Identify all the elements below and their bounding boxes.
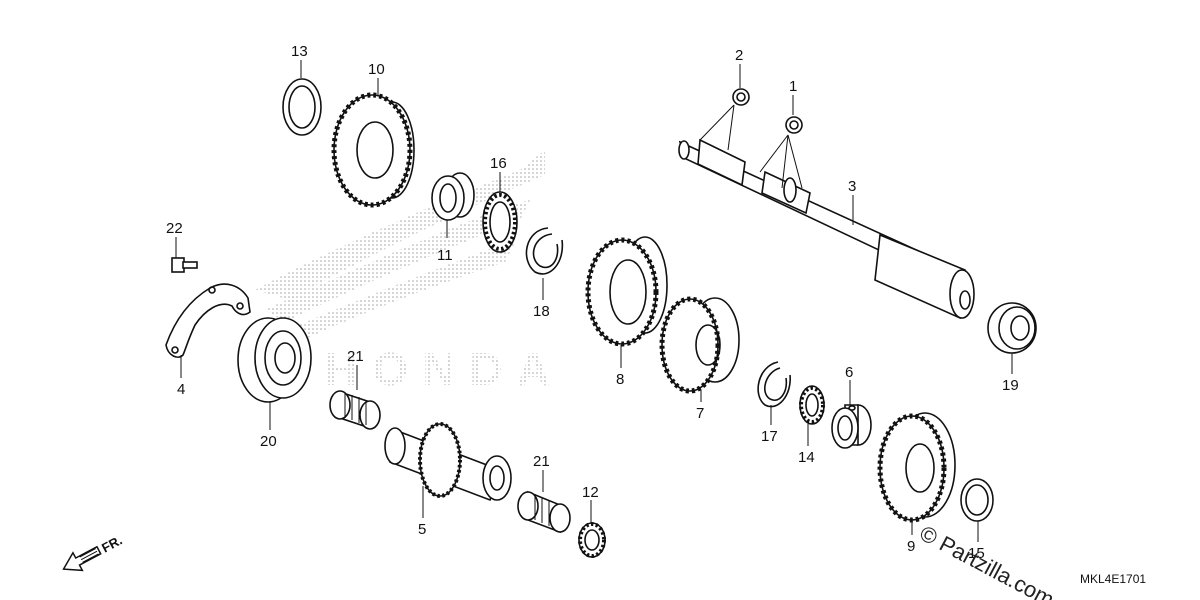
bolt-22 <box>171 257 198 273</box>
needle-bearing-21b <box>517 490 571 534</box>
needle-bearing-21a <box>329 390 381 430</box>
washer-14 <box>799 385 825 425</box>
part-label-13: 13 <box>291 43 308 60</box>
part-label-5: 5 <box>418 521 426 538</box>
part-label-17: 17 <box>761 428 778 445</box>
gear-9 <box>877 412 956 523</box>
washer-13 <box>282 78 322 136</box>
bushing-11 <box>431 172 475 221</box>
front-direction-arrow: FR. <box>62 532 125 572</box>
part-label-1: 1 <box>789 78 797 95</box>
part-label-16: 16 <box>490 155 507 172</box>
front-direction-label: FR. <box>99 532 125 555</box>
part-label-21a: 21 <box>347 348 364 365</box>
washer-16 <box>482 191 518 253</box>
circlip-17 <box>757 361 791 408</box>
mainshaft <box>678 138 975 320</box>
part-labels: 1 2 3 4 5 6 7 8 9 10 11 12 13 14 15 16 1… <box>166 43 1019 562</box>
countershaft-5 <box>384 422 512 502</box>
part-label-7: 7 <box>696 405 704 422</box>
plate-4 <box>165 283 251 358</box>
part-label-3: 3 <box>848 178 856 195</box>
gear-10 <box>331 92 415 208</box>
part-label-6: 6 <box>845 364 853 381</box>
part-label-11: 11 <box>437 247 453 264</box>
diagram-code: MKL4E1701 <box>1080 572 1146 586</box>
clip-2 <box>732 88 750 106</box>
part-label-9: 9 <box>907 538 915 555</box>
part-label-2: 2 <box>735 47 743 64</box>
circlip-18 <box>525 227 564 275</box>
part-label-19: 19 <box>1002 377 1019 394</box>
gear-8 <box>585 236 668 347</box>
part-label-20: 20 <box>260 433 277 450</box>
part-label-22: 22 <box>166 220 183 237</box>
leader-lines <box>175 60 1013 542</box>
part-label-15: 15 <box>968 545 985 562</box>
bushing-6 <box>831 404 872 449</box>
part-label-14: 14 <box>798 449 815 466</box>
part-label-18: 18 <box>533 303 550 320</box>
part-label-12: 12 <box>582 484 599 501</box>
partzilla-watermark: © Partzilla.com <box>916 520 1059 600</box>
washer-15 <box>960 478 994 522</box>
bearing-20 <box>237 317 312 403</box>
clip-1 <box>785 116 803 134</box>
part-label-4: 4 <box>177 381 185 398</box>
gear-7 <box>659 296 740 394</box>
bearing-19 <box>987 302 1037 354</box>
lock-washer-12 <box>578 522 606 558</box>
part-label-8: 8 <box>616 371 624 388</box>
part-label-21b: 21 <box>533 453 550 470</box>
part-label-10: 10 <box>368 61 385 78</box>
